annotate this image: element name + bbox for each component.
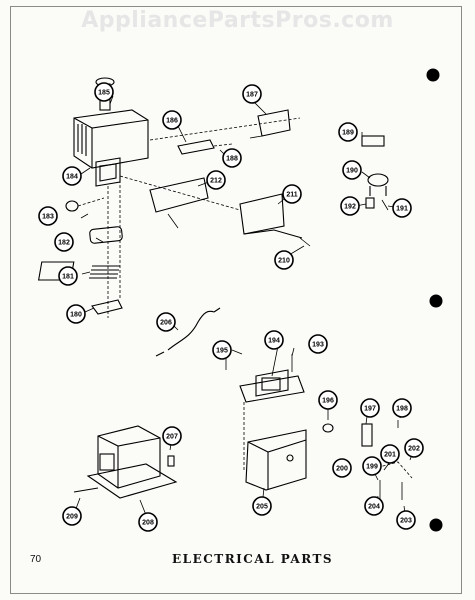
svg-text:184: 184 bbox=[66, 174, 78, 181]
callout-202: 202 bbox=[404, 438, 424, 458]
callout-203: 203 bbox=[396, 510, 416, 530]
page-title: ELECTRICAL PARTS bbox=[172, 552, 334, 566]
gasket-part bbox=[89, 226, 123, 244]
svg-text:188: 188 bbox=[226, 156, 238, 163]
svg-text:206: 206 bbox=[160, 320, 172, 327]
svg-text:203: 203 bbox=[400, 518, 412, 525]
callout-211: 211 bbox=[282, 184, 302, 204]
svg-text:202: 202 bbox=[408, 446, 420, 453]
page-frame bbox=[10, 6, 462, 594]
binder-hole-bottom bbox=[429, 518, 443, 532]
svg-text:207: 207 bbox=[166, 434, 178, 441]
binder-hole-top bbox=[426, 68, 440, 82]
callout-181: 181 bbox=[58, 266, 78, 286]
base-plate-part bbox=[245, 429, 307, 491]
callout-204: 204 bbox=[364, 496, 384, 516]
callout-189: 189 bbox=[338, 122, 358, 142]
callout-183: 183 bbox=[38, 206, 58, 226]
callout-197: 197 bbox=[360, 398, 380, 418]
svg-text:189: 189 bbox=[342, 130, 354, 137]
svg-text:191: 191 bbox=[396, 206, 408, 213]
callout-201: 201 bbox=[380, 444, 400, 464]
transformer-part bbox=[86, 425, 178, 499]
callout-185: 185 bbox=[94, 82, 114, 102]
callout-198: 198 bbox=[392, 398, 412, 418]
svg-text:187: 187 bbox=[246, 92, 258, 99]
callout-194: 194 bbox=[264, 330, 284, 350]
callout-205: 205 bbox=[252, 496, 272, 516]
callout-208: 208 bbox=[138, 512, 158, 532]
svg-text:197: 197 bbox=[364, 406, 376, 413]
callout-191: 191 bbox=[392, 198, 412, 218]
svg-text:185: 185 bbox=[98, 90, 110, 97]
callout-207: 207 bbox=[162, 426, 182, 446]
callout-199: 199 bbox=[362, 456, 382, 476]
capacitor-part bbox=[239, 369, 305, 403]
svg-text:181: 181 bbox=[62, 274, 74, 281]
svg-text:199: 199 bbox=[366, 464, 378, 471]
callout-206: 206 bbox=[156, 312, 176, 332]
binder-hole-middle bbox=[429, 294, 443, 308]
callout-193: 193 bbox=[308, 334, 328, 354]
callout-209: 209 bbox=[62, 506, 82, 526]
svg-text:210: 210 bbox=[278, 258, 290, 265]
callout-180: 180 bbox=[66, 304, 86, 324]
svg-text:201: 201 bbox=[384, 452, 396, 459]
svg-text:193: 193 bbox=[312, 342, 324, 349]
callout-212: 212 bbox=[206, 170, 226, 190]
svg-text:205: 205 bbox=[256, 504, 268, 511]
svg-text:200: 200 bbox=[336, 466, 348, 473]
svg-text:186: 186 bbox=[166, 118, 178, 125]
callout-200: 200 bbox=[332, 458, 352, 478]
callout-184: 184 bbox=[62, 166, 82, 186]
callout-182: 182 bbox=[54, 232, 74, 252]
svg-text:190: 190 bbox=[346, 168, 358, 175]
svg-text:195: 195 bbox=[216, 348, 228, 355]
svg-text:209: 209 bbox=[66, 514, 78, 521]
callout-196: 196 bbox=[318, 390, 338, 410]
callout-188: 188 bbox=[222, 148, 242, 168]
callout-195: 195 bbox=[212, 340, 232, 360]
callout-190: 190 bbox=[342, 160, 362, 180]
callout-186: 186 bbox=[162, 110, 182, 130]
callout-210: 210 bbox=[274, 250, 294, 270]
svg-text:208: 208 bbox=[142, 520, 154, 527]
svg-text:182: 182 bbox=[58, 240, 70, 247]
svg-text:183: 183 bbox=[42, 214, 54, 221]
page-number: 70 bbox=[30, 554, 42, 565]
svg-text:180: 180 bbox=[70, 312, 82, 319]
callout-192: 192 bbox=[340, 196, 360, 216]
svg-text:196: 196 bbox=[322, 398, 334, 405]
callout-187: 187 bbox=[242, 84, 262, 104]
svg-text:192: 192 bbox=[344, 204, 356, 211]
svg-text:212: 212 bbox=[210, 178, 222, 185]
svg-text:198: 198 bbox=[396, 406, 408, 413]
svg-text:194: 194 bbox=[268, 338, 280, 345]
svg-text:204: 204 bbox=[368, 504, 380, 511]
svg-text:211: 211 bbox=[286, 192, 297, 199]
watermark: AppliancePartsPros.com bbox=[81, 8, 394, 33]
